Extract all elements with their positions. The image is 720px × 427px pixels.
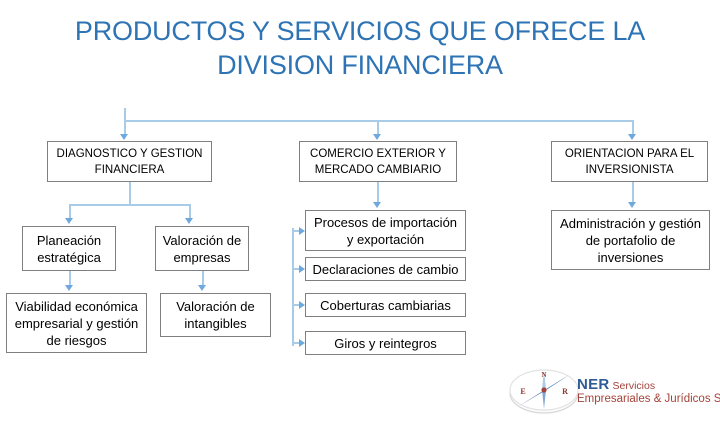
arrow-down-viabilidad [65,285,73,291]
svg-text:E: E [520,387,525,396]
compass-rose-icon: N E R [505,368,583,416]
connector-col2-tick-1 [292,230,300,232]
connector-drop-col2 [377,120,379,136]
logo-line-1: NER Servicios [577,376,717,394]
node-label: Giros y reintegros [334,335,437,351]
node-label: ORIENTACION PARA EL INVERSIONISTA [564,147,695,176]
logo-wordmark: NER Servicios Empresariales & Jurídicos … [577,376,720,405]
arrow-down-planeacion [65,218,73,224]
connector-col1-left-drop [69,204,71,220]
connector-col3-stem [632,182,634,204]
node-label: Viabilidad económica empresarial y gesti… [14,298,139,348]
node-viabilidad-economica-empresarial[interactable]: Viabilidad económica empresarial y gesti… [6,293,147,353]
connector-col2-tick-3 [292,304,300,306]
node-comercio-exterior-y-mercado-cambiario[interactable]: COMERCIO EXTERIOR Y MERCADO CAMBIARIO [299,141,457,182]
node-label: Coberturas cambiarias [320,297,451,313]
arrow-down-col1 [120,134,128,140]
arrow-right-giros [299,339,305,347]
node-orientacion-para-el-inversionista[interactable]: ORIENTACION PARA EL INVERSIONISTA [551,141,708,182]
node-label: Planeación estratégica [36,232,102,265]
arrow-down-administracion [628,202,636,208]
connector-col1-bus [69,204,191,206]
node-label: Administración y gestión de portafolio d… [560,215,701,265]
arrow-down-intangibles [198,285,206,291]
svg-text:N: N [541,371,546,379]
connector-planeacion-drop [69,271,71,287]
arrow-right-declaraciones [299,265,305,273]
connector-col1-right-drop [189,204,191,220]
connector-col2-stem [377,182,379,204]
node-label: Valoración de empresas [162,232,242,265]
connector-col2-spine [292,228,294,346]
logo-tagline-2: Empresariales & Jurídicos S.A. [577,393,720,405]
arrow-down-col3 [628,134,636,140]
node-coberturas-cambiarias[interactable]: Coberturas cambiarias [305,293,466,317]
connector-drop-col3 [632,120,634,136]
arrow-down-procesos [373,202,381,208]
arrow-down-valoracion-empresas [185,218,193,224]
node-administracion-y-gestion-de-portafolio[interactable]: Administración y gestión de portafolio d… [551,210,710,270]
connector-root-stub [124,108,126,122]
node-declaraciones-de-cambio[interactable]: Declaraciones de cambio [305,257,466,281]
node-label: Valoración de intangibles [176,299,255,331]
connector-top-bus [124,120,634,122]
arrow-right-coberturas [299,301,305,309]
node-procesos-de-importacion-y-exportacion[interactable]: Procesos de importación y exportación [305,210,466,251]
logo-brand: NER [577,376,610,393]
arrow-down-col2 [373,134,381,140]
node-diagnostico-y-gestion-financiera[interactable]: DIAGNOSTICO Y GESTION FINANCIERA [47,141,212,182]
node-label: Procesos de importación y exportación [313,214,458,247]
connector-drop-col1 [124,120,126,136]
node-label: Declaraciones de cambio [312,261,459,277]
company-logo: N E R NER Servicios Empresariales & Jurí… [505,366,720,418]
connector-col2-tick-4 [292,342,300,344]
arrow-right-procesos [299,227,305,235]
node-giros-y-reintegros[interactable]: Giros y reintegros [305,331,466,355]
node-label: DIAGNOSTICO Y GESTION FINANCIERA [56,147,203,176]
logo-tagline-1: Servicios [609,380,656,392]
connector-col1-stem [129,182,131,206]
connector-valoracion-drop [202,271,204,287]
node-valoracion-de-empresas[interactable]: Valoración de empresas [155,226,249,271]
node-valoracion-de-intangibles[interactable]: Valoración de intangibles [160,293,271,337]
svg-text:R: R [562,387,568,396]
connector-col2-tick-2 [292,268,300,270]
page-title: PRODUCTOS Y SERVICIOS QUE OFRECE LA DIVI… [74,16,646,80]
node-planeacion-estrategica[interactable]: Planeación estratégica [22,226,116,271]
node-label: COMERCIO EXTERIOR Y MERCADO CAMBIARIO [310,147,446,176]
